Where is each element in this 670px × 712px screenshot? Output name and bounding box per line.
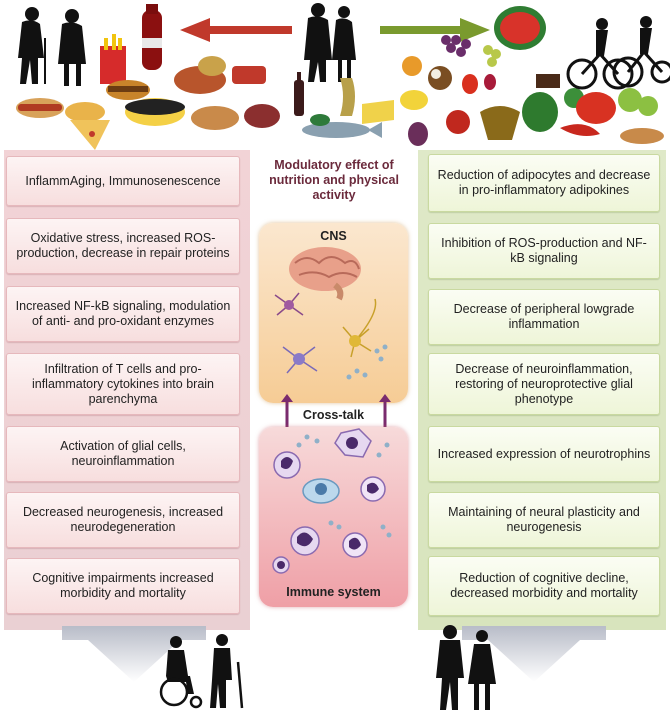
glial-cell-icon — [342, 298, 377, 358]
unhealthy-direction-arrow — [180, 18, 292, 42]
top-illustration — [0, 0, 670, 152]
positive-effect-text: Decrease of peripheral lowgrade inflamma… — [453, 302, 635, 331]
negative-effect-box: Cognitive impairments increased morbidit… — [6, 558, 240, 614]
cns-label: CNS — [320, 229, 347, 243]
negative-effect-text: Oxidative stress, increased ROS-producti… — [16, 231, 230, 260]
dendritic-cell-icon — [334, 428, 372, 458]
positive-effect-text: Maintaining of neural plasticity and neu… — [448, 505, 640, 534]
negative-effect-text: InflammAging, Immunosenescence — [25, 173, 221, 188]
immune-system-panel: Immune system — [259, 427, 408, 607]
cns-illustration — [274, 247, 388, 380]
wheelchair-elderly-silhouette-icon — [159, 634, 244, 709]
immune-cell-icon — [273, 451, 301, 479]
cytokine-dots-icon — [346, 344, 388, 380]
positive-effect-text: Inhibition of ROS-production and NF-kB s… — [441, 236, 647, 265]
negative-effect-text: Cognitive impairments increased morbidit… — [32, 571, 214, 600]
mediterranean-food-illustration — [294, 72, 394, 138]
negative-effect-box: InflammAging, Immunosenescence — [6, 156, 240, 206]
positive-effect-box: Increased expression of neurotrophins — [428, 426, 660, 482]
positive-outcome-arrow — [462, 626, 606, 682]
positive-effect-text: Decrease of neuroinflammation, restoring… — [455, 361, 633, 406]
negative-effect-box: Increased NF-kB signaling, modulation of… — [6, 286, 240, 342]
negative-outcome-arrow — [62, 626, 206, 682]
negative-effect-text: Increased NF-kB signaling, modulation of… — [15, 299, 231, 328]
negative-effect-box: Activation of glial cells, neuroinflamma… — [6, 426, 240, 482]
brain-icon — [289, 247, 361, 301]
microglia-icon — [282, 346, 318, 374]
immune-cells-illustration — [272, 428, 392, 574]
positive-effect-text: Reduction of cognitive decline, decrease… — [450, 571, 638, 600]
monocyte-icon — [342, 532, 368, 558]
positive-effect-text: Increased expression of neurotrophins — [437, 446, 651, 461]
cyclists-bodies — [596, 16, 652, 56]
negative-effect-box: Oxidative stress, increased ROS-producti… — [6, 218, 240, 274]
walking-couple-silhouette-icon — [436, 625, 496, 710]
positive-effect-box: Inhibition of ROS-production and NF-kB s… — [428, 223, 660, 279]
neuron-icon — [274, 292, 304, 316]
lymphocyte-icon — [360, 476, 386, 502]
positive-effect-box: Decrease of peripheral lowgrade inflamma… — [428, 289, 660, 345]
cycling-couple-silhouette-icon — [566, 49, 670, 90]
healthy-direction-arrow — [380, 18, 490, 42]
negative-effect-text: Infiltration of T cells and pro-inflamma… — [31, 361, 215, 406]
negative-effect-text: Activation of glial cells, neuroinflamma… — [60, 439, 186, 468]
cns-panel: CNS — [259, 223, 408, 403]
positive-effect-box: Maintaining of neural plasticity and neu… — [428, 492, 660, 548]
positive-effect-box: Decrease of neuroinflammation, restoring… — [428, 353, 660, 415]
top-illustration-svg — [16, 3, 670, 150]
healthy-food-illustration — [400, 6, 664, 146]
macrophage-icon — [302, 478, 340, 504]
small-immune-cell-icon — [272, 556, 290, 574]
negative-effect-box: Decreased neurogenesis, increased neurod… — [6, 492, 240, 548]
negative-effect-text: Decreased neurogenesis, increased neurod… — [22, 505, 224, 534]
positive-effect-text: Reduction of adipocytes and decrease in … — [437, 168, 651, 197]
center-title: Modulatory effect of nutrition and physi… — [269, 158, 399, 202]
elderly-couple-silhouette-icon — [18, 7, 86, 86]
couple-silhouette-icon — [304, 3, 356, 82]
microglia-body-icon — [293, 353, 305, 365]
immune-system-label: Immune system — [286, 585, 381, 599]
neutrophil-icon — [290, 526, 320, 556]
positive-effect-box: Reduction of cognitive decline, decrease… — [428, 556, 660, 616]
neuron-cell-icon — [284, 300, 294, 310]
negative-effect-box: Infiltration of T cells and pro-inflamma… — [6, 353, 240, 415]
junk-food-illustration — [16, 4, 280, 150]
positive-effect-box: Reduction of adipocytes and decrease in … — [428, 154, 660, 212]
glial-cell-body-icon — [349, 335, 361, 347]
crosstalk-label: Cross-talk — [302, 408, 365, 422]
cytokine-dots-icon — [296, 434, 392, 538]
